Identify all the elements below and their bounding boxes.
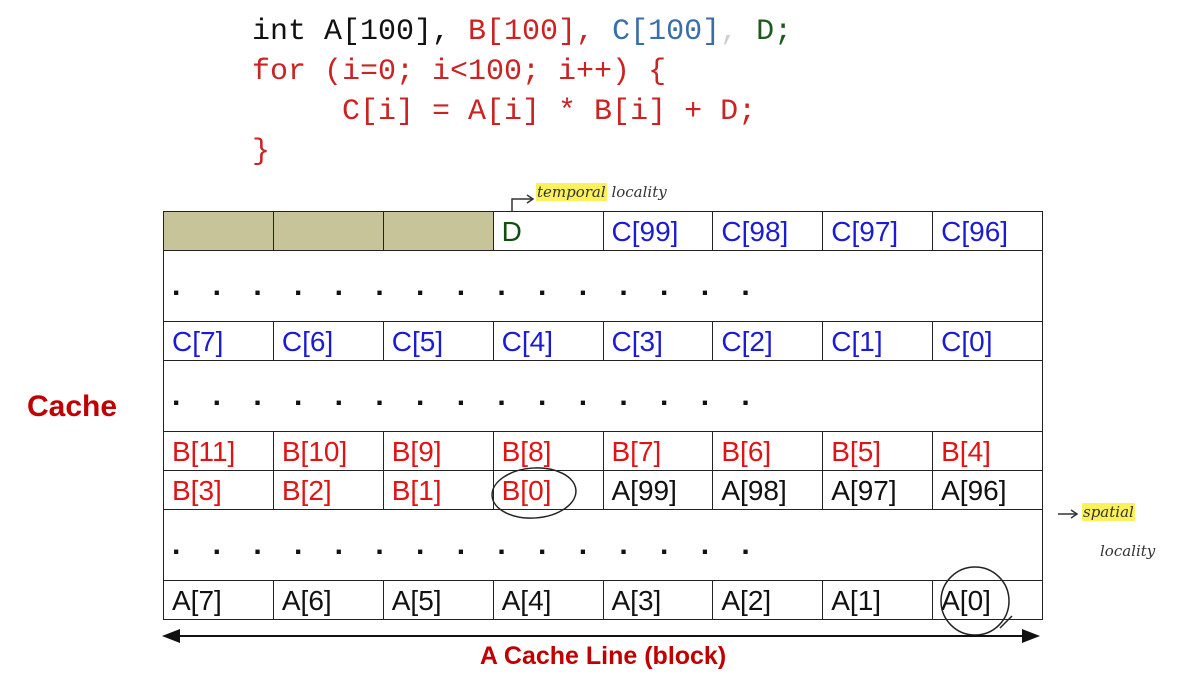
cache-cell: B[7] [602,431,714,471]
spatial-locality-word: locality [1100,542,1156,560]
cache-cell: B[9] [382,431,494,471]
note-spatial-word: spatial [1082,503,1135,521]
ellipsis: . . . . . . . . . . . . . . . [163,360,1043,432]
cache-row-b-low-a-high: B[3] B[2] B[1] B[0] A[99] A[98] A[97] A[… [163,470,1043,510]
cache-line-arrow-left [162,629,180,643]
code-line-declaration: int A[100], B[100], C[100], D; [252,12,792,52]
cache-cell: A[3] [602,580,714,620]
cache-cell: C[4] [492,321,604,361]
cache-cell: B[5] [822,431,934,471]
a0-circle-tail [999,615,1013,629]
cache-cell: B[4] [932,431,1043,471]
cache-cell: C[3] [602,321,714,361]
code-body-statement: C[i] = A[i] * B[i] + D; [342,95,757,129]
cache-cell: C[7] [163,321,274,361]
cache-cell: A[99] [602,470,714,510]
code-line-close: } [252,135,271,169]
cache-row-ellipsis: . . . . . . . . . . . . . . . [163,250,1043,322]
cache-row-ellipsis: . . . . . . . . . . . . . . . [163,360,1043,432]
ellipsis: . . . . . . . . . . . . . . . [163,250,1043,322]
cache-cell-unused [163,211,274,251]
temporal-arrowhead [526,194,535,204]
spatial-arrowhead [1070,509,1079,519]
cache-cell: A[97] [822,470,934,510]
cache-label: Cache [27,390,118,423]
cache-row-b-high: B[11] B[10] B[9] B[8] B[7] B[6] B[5] B[4… [163,431,1043,471]
cache-cell: A[4] [492,580,604,620]
code-decl-a: int A[100], [252,15,469,49]
cache-row-c-low: C[7] C[6] C[5] C[4] C[3] C[2] C[1] C[0] [163,321,1043,361]
cache-cell: C[99] [602,211,714,251]
cache-row-a-low: A[7] A[6] A[5] A[4] A[3] A[2] A[1] A[0] [163,580,1043,620]
code-decl-c: C[100] [612,15,721,49]
cache-cell: A[96] [932,470,1043,510]
spatial-note-word: spatial [1082,503,1135,521]
cache-line-arrow-right [1022,629,1040,643]
cache-cell-b0: B[0] [492,470,604,510]
cache-grid: D C[99] C[98] C[97] C[96] . . . . . . . … [163,211,1043,620]
note-temporal-word: temporal [536,183,607,201]
code-line-body: C[i] = A[i] * B[i] + D; [252,92,792,132]
cache-cell-unused [382,211,494,251]
cache-cell-a0: A[0] [932,580,1043,620]
cache-cell: C[0] [932,321,1043,361]
temporal-arrow [511,198,532,211]
b0-circle [491,467,577,519]
cache-cell: C[5] [382,321,494,361]
cache-cell: B[11] [163,431,274,471]
code-decl-d: D; [756,15,793,49]
code-decl-b: B[100], [468,15,613,49]
ellipsis: . . . . . . . . . . . . . . . [163,509,1043,581]
cache-cell: C[2] [712,321,824,361]
cache-line-caption: A Cache Line (block) [479,642,727,670]
cache-cell: A[5] [382,580,494,620]
cache-cell-unused [272,211,384,251]
a0-circle [940,566,1010,636]
code-line-for: for (i=0; i<100; i++) { [252,55,667,89]
cache-cell: A[7] [163,580,274,620]
code-listing: int A[100], B[100], C[100], D;for (i=0; … [252,12,792,172]
temporal-locality-note: temporal locality [536,183,667,201]
cache-cell: A[1] [822,580,934,620]
cache-row-top: D C[99] C[98] C[97] C[96] [163,211,1043,251]
cache-cell: C[98] [712,211,824,251]
cache-cell: C[97] [822,211,934,251]
cache-cell: A[6] [272,580,384,620]
cache-cell: A[98] [712,470,824,510]
cache-cell: B[6] [712,431,824,471]
cache-row-ellipsis: . . . . . . . . . . . . . . . [163,509,1043,581]
cache-cell: C[6] [272,321,384,361]
code-decl-comma: , [720,15,757,49]
cache-cell: B[2] [272,470,384,510]
note-locality-word: locality [611,183,667,201]
cache-cell: A[2] [712,580,824,620]
cache-cell: B[1] [382,470,494,510]
